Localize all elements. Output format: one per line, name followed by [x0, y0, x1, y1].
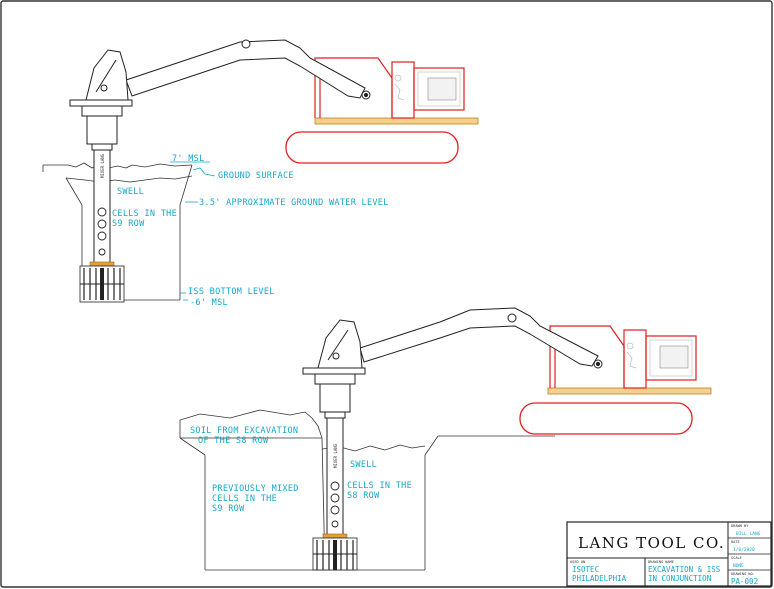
label-iss-bottom: ISS BOTTOM LEVEL: [188, 287, 275, 297]
label-msl-top: 7' MSL: [172, 154, 205, 164]
label-water-level: 3.5' APPROXIMATE GROUND WATER LEVEL: [199, 198, 389, 208]
client-line-1: ISOTEC: [572, 565, 599, 574]
used-on-header: USED ON: [570, 560, 585, 564]
title-block: LANG TOOL CO. DRAWN BY BILL LANG DATE 1/…: [566, 521, 772, 587]
drawing-no: PA-002: [731, 577, 758, 586]
date-header: DATE: [731, 540, 740, 544]
scale-header: SCALE: [731, 556, 742, 560]
label-cells-top-1: CELLS IN THE: [112, 209, 177, 219]
top-auger: [79, 261, 125, 303]
label-prev-3: S9 ROW: [212, 504, 245, 514]
bottom-head: [302, 319, 366, 419]
bottom-soil-pile: [179, 409, 323, 439]
label-cells-bottom-1: CELLS IN THE: [347, 481, 412, 491]
bottom-auger: [312, 533, 358, 571]
top-head: [69, 49, 133, 151]
bottom-mast-label: MIXER LANG: [333, 443, 338, 468]
bottom-seat: [626, 342, 637, 369]
bottom-boom: [359, 307, 603, 369]
top-seat: [394, 74, 405, 101]
label-prev-1: PREVIOUSLY MIXED: [212, 484, 299, 494]
top-boom: [125, 39, 371, 100]
drawn-by: BILL LANG: [736, 531, 761, 537]
scale-value: NONE: [733, 563, 744, 569]
label-prev-2: CELLS IN THE: [212, 494, 277, 504]
label-swell-top: SWELL: [117, 187, 144, 197]
bottom-mast-holes: [330, 481, 340, 528]
label-soil-2: OF THE S8 ROW: [198, 436, 269, 446]
drawing-name-line-1: EXCAVATION & ISS: [648, 565, 721, 574]
drawing-name-line-2: IN CONJUNCTION: [648, 574, 711, 583]
bottom-deck: [547, 387, 712, 395]
date-value: 1/8/2020: [733, 547, 755, 553]
drawing-no-header: DRAWING NO.: [731, 572, 755, 576]
label-cells-bottom-2: S8 ROW: [347, 491, 380, 501]
drawn-by-header: DRAWN BY: [731, 524, 749, 528]
drawing-name-header: DRAWING NAME: [648, 560, 674, 564]
top-scene: MIXER LANG: [42, 39, 479, 308]
top-mast-holes: [97, 207, 107, 256]
top-cab: [314, 57, 465, 119]
top-track: [285, 131, 459, 164]
bottom-mast: [326, 417, 344, 537]
company-name: LANG TOOL CO.: [578, 534, 725, 552]
label-cells-top-2: S9 ROW: [112, 219, 145, 229]
top-leaders: [170, 161, 216, 301]
label-soil-1: SOIL FROM EXCAVATION: [190, 426, 298, 436]
top-deck: [314, 117, 479, 125]
label-swell-bottom: SWELL: [350, 460, 377, 470]
bottom-track: [519, 402, 693, 435]
client-line-2: PHILADELPHIA: [572, 574, 627, 583]
bottom-scene: MIXER LANG SOIL FROM EXCAVATION OF TH: [179, 307, 712, 571]
label-ground-surface: GROUND SURFACE: [218, 171, 294, 181]
label-msl-bottom: -6' MSL: [190, 298, 228, 308]
top-mast-label: MIXER LANG: [100, 153, 105, 178]
bottom-cab: [549, 325, 697, 389]
